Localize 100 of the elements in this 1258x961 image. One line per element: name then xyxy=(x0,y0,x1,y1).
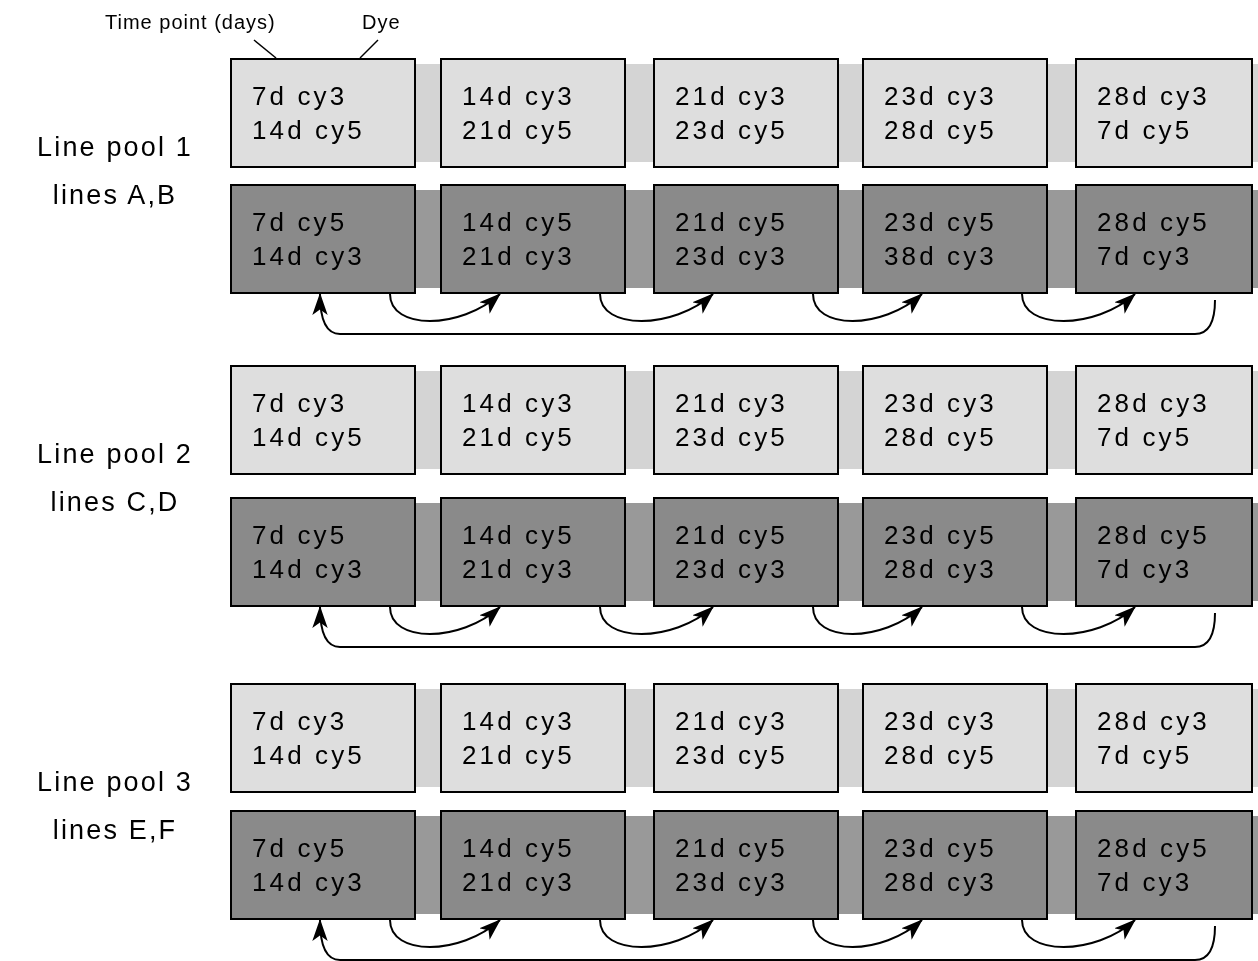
sample-box xyxy=(230,184,416,294)
arrow xyxy=(812,919,923,948)
pool-label: Line pool 3 xyxy=(36,769,194,796)
sample-label: 14d cy3 xyxy=(462,390,575,416)
sample-box xyxy=(230,810,416,920)
sample-label: 7d cy5 xyxy=(1097,424,1193,450)
sample-box xyxy=(862,683,1048,793)
sample-label: 7d cy3 xyxy=(252,390,348,416)
sample-label: 7d cy3 xyxy=(1097,243,1193,269)
sample-box xyxy=(653,810,839,920)
sample-label: 28d cy3 xyxy=(884,869,997,895)
arrow xyxy=(389,606,501,635)
sample-label: 23d cy3 xyxy=(884,83,997,109)
pool-label: lines C,D xyxy=(49,489,181,516)
sample-label: 21d cy5 xyxy=(675,522,788,548)
arrow xyxy=(312,292,1216,335)
sample-label: 28d cy5 xyxy=(1097,835,1210,861)
sample-box xyxy=(1075,184,1253,294)
sample-box xyxy=(862,184,1048,294)
sample-label: 14d cy5 xyxy=(252,424,365,450)
sample-label: 7d cy5 xyxy=(1097,742,1193,768)
sample-label: 14d cy5 xyxy=(252,742,365,768)
sample-label: 21d cy5 xyxy=(462,424,575,450)
arrow xyxy=(312,918,1216,961)
arrow xyxy=(599,293,714,322)
sample-box xyxy=(653,58,839,168)
sample-box xyxy=(230,365,416,475)
sample-box xyxy=(440,810,626,920)
sample-label: 7d cy5 xyxy=(252,522,348,548)
sample-box xyxy=(440,497,626,607)
sample-label: 14d cy3 xyxy=(252,869,365,895)
sample-label: 7d cy5 xyxy=(1097,117,1193,143)
pool-label: Line pool 2 xyxy=(36,441,194,468)
sample-label: 14d cy5 xyxy=(462,209,575,235)
sample-box xyxy=(653,184,839,294)
sample-label: 28d cy5 xyxy=(1097,522,1210,548)
sample-label: 21d cy3 xyxy=(462,243,575,269)
arrow xyxy=(812,293,923,322)
sample-label: 7d cy5 xyxy=(252,835,348,861)
sample-box xyxy=(653,683,839,793)
sample-label: 14d cy3 xyxy=(252,556,365,582)
arrow xyxy=(312,605,1216,648)
sample-label: 7d cy3 xyxy=(1097,556,1193,582)
sample-label: 23d cy3 xyxy=(675,243,788,269)
sample-label: 28d cy3 xyxy=(1097,390,1210,416)
sample-label: 7d cy3 xyxy=(1097,869,1193,895)
sample-label: 21d cy3 xyxy=(462,869,575,895)
sample-box xyxy=(1075,683,1253,793)
arrow xyxy=(812,606,923,635)
leader-line xyxy=(359,39,379,59)
sample-label: 21d cy5 xyxy=(462,117,575,143)
sample-label: 23d cy5 xyxy=(675,742,788,768)
arrow xyxy=(599,606,714,635)
arrow xyxy=(1021,606,1136,635)
sample-label: 14d cy5 xyxy=(462,522,575,548)
sample-label: 21d cy3 xyxy=(675,390,788,416)
sample-label: 23d cy3 xyxy=(675,869,788,895)
sample-box xyxy=(230,58,416,168)
sample-label: 23d cy3 xyxy=(884,390,997,416)
sample-label: 21d cy3 xyxy=(675,708,788,734)
sample-label: 14d cy5 xyxy=(462,835,575,861)
sample-box xyxy=(440,365,626,475)
sample-label: 38d cy3 xyxy=(884,243,997,269)
arrow xyxy=(599,919,714,948)
sample-label: 23d cy5 xyxy=(884,522,997,548)
sample-label: 21d cy5 xyxy=(675,209,788,235)
sample-box xyxy=(440,683,626,793)
sample-label: 21d cy5 xyxy=(462,742,575,768)
sample-label: 23d cy5 xyxy=(884,209,997,235)
sample-box xyxy=(1075,497,1253,607)
sample-label: 7d cy3 xyxy=(252,83,348,109)
sample-box xyxy=(230,683,416,793)
sample-box xyxy=(1075,58,1253,168)
sample-label: 28d cy5 xyxy=(1097,209,1210,235)
sample-box xyxy=(1075,810,1253,920)
arrow xyxy=(389,293,501,322)
sample-box xyxy=(862,497,1048,607)
sample-label: 21d cy3 xyxy=(675,83,788,109)
pool-label: lines E,F xyxy=(51,817,179,844)
sample-label: 28d cy5 xyxy=(884,742,997,768)
pool-label: Line pool 1 xyxy=(36,134,194,161)
arrow xyxy=(1021,293,1136,322)
sample-label: 7d cy5 xyxy=(252,209,348,235)
sample-label: 23d cy3 xyxy=(675,556,788,582)
sample-label: 28d cy3 xyxy=(1097,83,1210,109)
sample-box xyxy=(862,365,1048,475)
sample-label: 28d cy3 xyxy=(884,556,997,582)
sample-box xyxy=(862,810,1048,920)
sample-label: 7d cy3 xyxy=(252,708,348,734)
sample-label: 14d cy3 xyxy=(252,243,365,269)
sample-label: 28d cy3 xyxy=(1097,708,1210,734)
sample-box xyxy=(653,365,839,475)
sample-label: 23d cy5 xyxy=(675,117,788,143)
leader-line xyxy=(253,39,277,59)
sample-box xyxy=(862,58,1048,168)
sample-label: 21d cy3 xyxy=(462,556,575,582)
sample-box xyxy=(440,184,626,294)
sample-label: 28d cy5 xyxy=(884,424,997,450)
header-label: Time point (days) xyxy=(105,10,276,35)
sample-label: 21d cy5 xyxy=(675,835,788,861)
